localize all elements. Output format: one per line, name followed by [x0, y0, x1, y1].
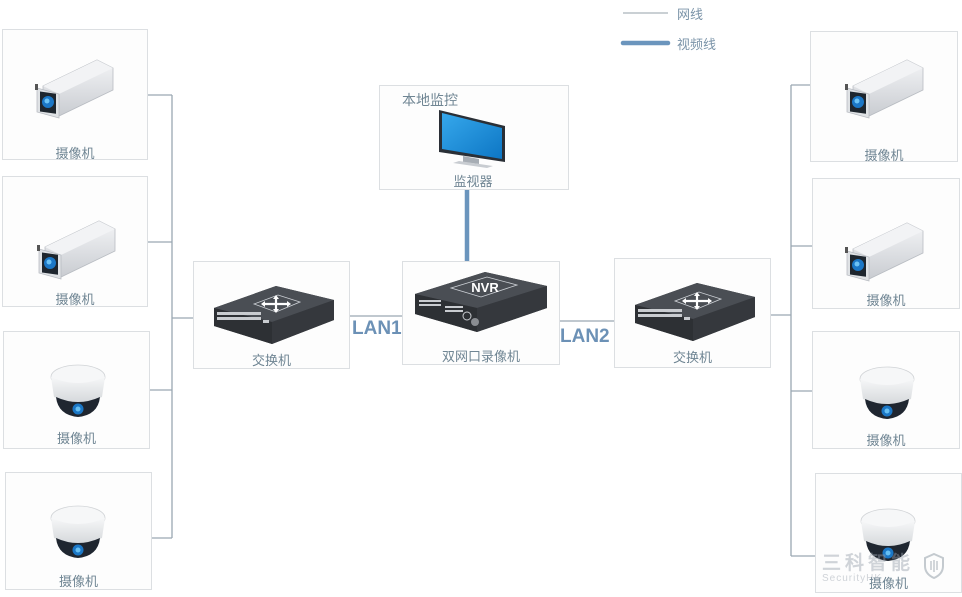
camera-label: 摄像机: [55, 293, 95, 308]
monitor-icon: [439, 110, 505, 168]
switch-label: 交换机: [251, 354, 291, 369]
local-monitor[interactable]: 本地监控 监视器: [379, 85, 569, 190]
camera-label: 摄像机: [56, 432, 96, 447]
right-camera-3[interactable]: 摄像机: [812, 331, 960, 449]
left-camera-1[interactable]: 摄像机: [2, 29, 148, 162]
dome-camera-icon: [860, 508, 916, 562]
lan1-label: LAN1: [352, 318, 402, 339]
legend-video-label: 视频线: [677, 38, 717, 53]
legend-network-label: 网线: [677, 8, 704, 23]
network-switch-icon: [635, 281, 757, 343]
monitor-title: 本地监控: [402, 93, 458, 109]
camera-label: 摄像机: [55, 147, 95, 162]
left-switch[interactable]: 交换机: [193, 261, 350, 369]
left-camera-4[interactable]: 摄像机: [5, 472, 152, 590]
switch-label: 交换机: [672, 351, 712, 366]
dome-camera-icon: [50, 364, 106, 418]
nvr-icon: NVR: [415, 271, 548, 333]
right-camera-4[interactable]: 摄像机: [815, 473, 962, 593]
right-camera-2[interactable]: 摄像机: [812, 178, 960, 309]
lan2-label: LAN2: [560, 326, 610, 347]
bullet-camera-icon: [844, 222, 924, 282]
camera-label: 摄像机: [868, 577, 908, 592]
camera-label: 摄像机: [58, 575, 98, 590]
monitor-label: 监视器: [453, 175, 493, 190]
left-camera-2[interactable]: 摄像机: [2, 176, 148, 308]
nvr-badge: NVR: [471, 280, 499, 295]
dome-camera-icon: [50, 505, 106, 559]
camera-label: 摄像机: [866, 434, 906, 449]
right-switch[interactable]: 交换机: [614, 258, 771, 368]
right-camera-1[interactable]: 摄像机: [810, 31, 958, 164]
left-camera-3[interactable]: 摄像机: [3, 331, 150, 449]
camera-label: 摄像机: [864, 149, 904, 164]
network-switch-icon: [214, 284, 336, 346]
nvr-label: 双网口录像机: [441, 350, 520, 365]
bullet-camera-icon: [36, 220, 116, 280]
bullet-camera-icon: [844, 59, 924, 119]
nvr-recorder[interactable]: NVR 双网口录像机: [402, 261, 560, 365]
bullet-camera-icon: [34, 59, 114, 119]
camera-label: 摄像机: [866, 294, 906, 309]
dome-camera-icon: [859, 366, 915, 420]
